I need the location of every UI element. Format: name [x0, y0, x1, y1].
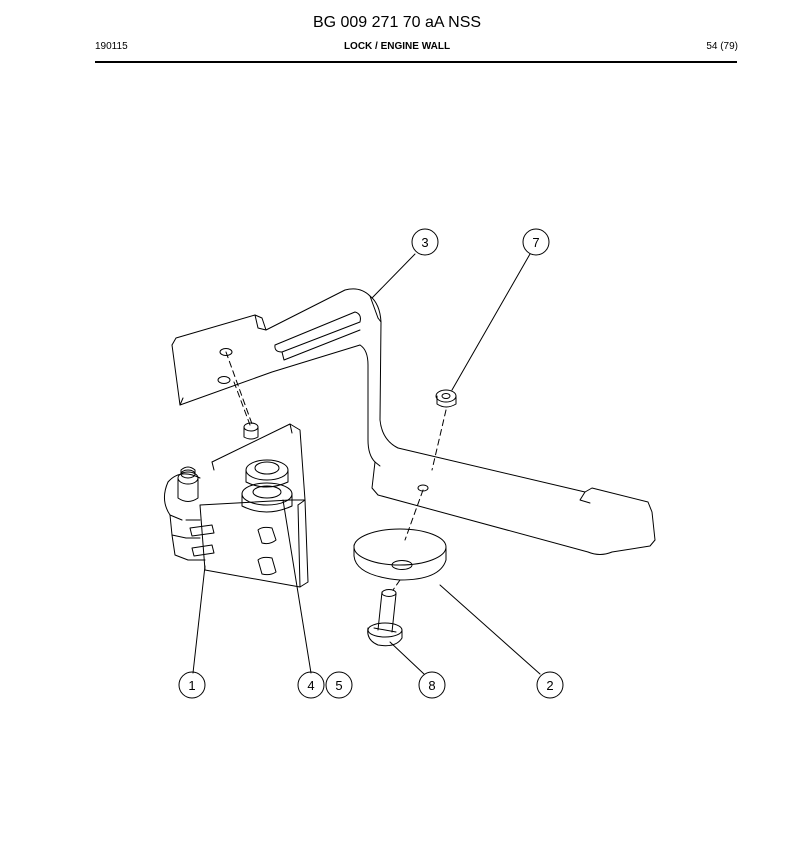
part-4-5-nut-stack — [241, 459, 293, 513]
date-code: 190115 — [95, 41, 128, 52]
svg-text:5: 5 — [335, 678, 342, 693]
callout-1: 1 — [178, 671, 206, 699]
callout-7: 7 — [522, 228, 550, 256]
callout-3: 3 — [411, 228, 439, 256]
part-7-nut — [435, 389, 457, 408]
callout-2: 2 — [536, 671, 564, 699]
document-title: BG 009 271 70 aA NSS — [312, 14, 482, 31]
svg-text:3: 3 — [421, 235, 428, 250]
part-8-screw — [367, 589, 403, 647]
assembly-center-lines — [225, 351, 447, 591]
svg-text:1: 1 — [188, 678, 195, 693]
callout-4: 4 — [297, 671, 325, 699]
svg-text:2: 2 — [546, 678, 553, 693]
svg-text:7: 7 — [532, 235, 539, 250]
header-rule — [95, 61, 737, 63]
svg-text:8: 8 — [428, 678, 435, 693]
section-title: LOCK / ENGINE WALL — [343, 41, 451, 52]
part-1-lock-body — [164, 422, 309, 588]
page-number: 54 (79) — [706, 41, 738, 52]
part-3-bracket — [171, 288, 656, 555]
callout-8: 8 — [418, 671, 446, 699]
part-2-washer — [353, 528, 447, 581]
callout-5: 5 — [325, 671, 353, 699]
svg-text:4: 4 — [307, 678, 314, 693]
leader-lines — [192, 253, 541, 675]
